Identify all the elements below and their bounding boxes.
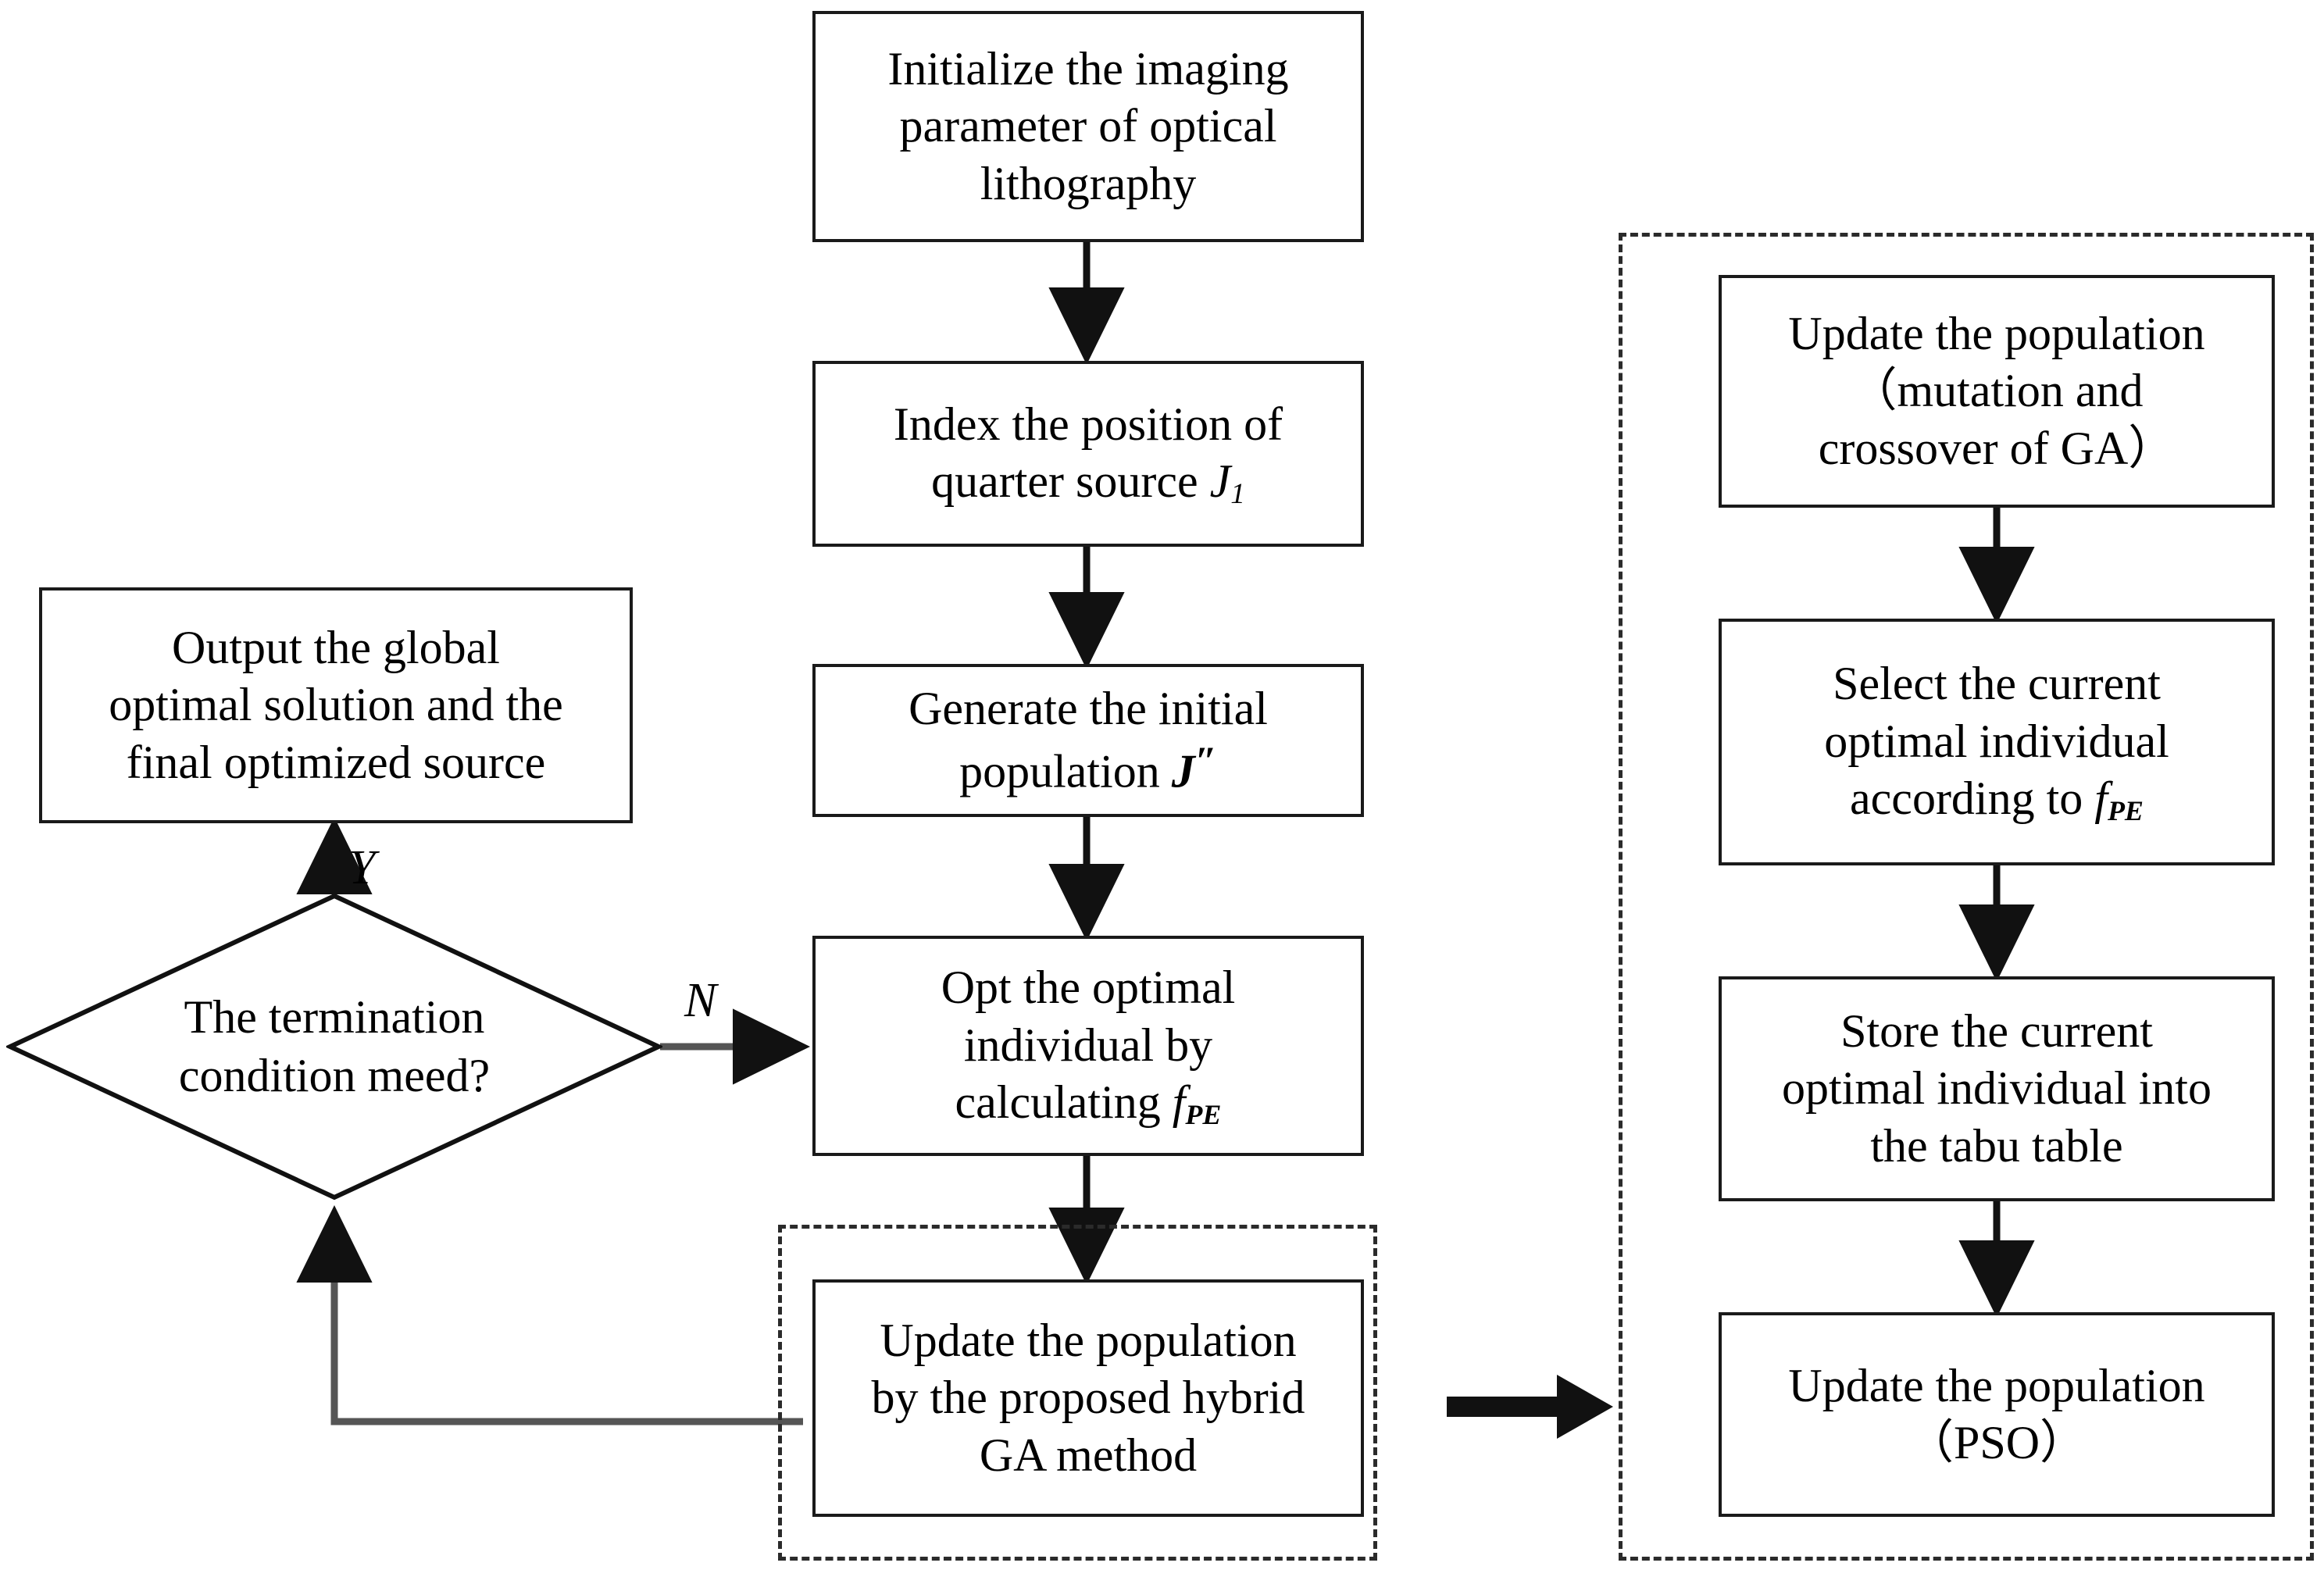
- node-initialize-text: Initialize the imaging parameter of opti…: [887, 43, 1289, 209]
- edge-label-no: N: [684, 974, 717, 1027]
- symbol-J-bold: J: [1171, 745, 1195, 797]
- edge-label-yes: Y: [348, 841, 376, 894]
- double-prime: ″: [1194, 740, 1217, 784]
- node-select-optimal[interactable]: Select the current optimal individual ac…: [1719, 619, 2275, 865]
- subscript-1: 1: [1230, 477, 1245, 510]
- node-update-hybrid-ga[interactable]: Update the population by the proposed hy…: [812, 1279, 1364, 1517]
- subscript-PE: PE: [1185, 1098, 1222, 1130]
- node-update-mutation-crossover-text: Update the population （mutation and cros…: [1788, 308, 2205, 474]
- node-generate-population-text: Generate the initial population J″: [909, 683, 1268, 797]
- node-termination-decision[interactable]: The termination condition meed?: [6, 892, 662, 1201]
- decision-diamond-shape: [6, 893, 662, 1201]
- symbol-f: f: [1172, 1076, 1186, 1128]
- node-select-optimal-text: Select the current optimal individual ac…: [1824, 658, 2169, 826]
- node-index-position[interactable]: Index the position of quarter source J1: [812, 361, 1364, 547]
- node-initialize[interactable]: Initialize the imaging parameter of opti…: [812, 11, 1364, 242]
- node-opt-individual-text: Opt the optimal individual by calculatin…: [941, 962, 1236, 1130]
- left-dashed-group: [778, 1225, 1377, 1561]
- connector-feedback-ga-to-decision: [296, 1205, 803, 1425]
- node-update-pso[interactable]: Update the population （PSO）: [1719, 1312, 2275, 1517]
- subscript-PE-select: PE: [2107, 794, 2144, 826]
- symbol-J: J: [1209, 455, 1231, 507]
- node-update-mutation-crossover[interactable]: Update the population （mutation and cros…: [1719, 275, 2275, 508]
- symbol-f-select: f: [2094, 772, 2108, 824]
- node-termination-decision-text: The termination condition meed?: [178, 991, 491, 1101]
- node-output-global[interactable]: Output the global optimal solution and t…: [39, 587, 633, 823]
- block-arrow-ga-to-detail: [1447, 1375, 1613, 1439]
- node-update-pso-text: Update the population （PSO）: [1788, 1359, 2205, 1468]
- node-opt-individual[interactable]: Opt the optimal individual by calculatin…: [812, 936, 1364, 1156]
- node-index-position-text: Index the position of quarter source J1: [893, 398, 1283, 510]
- node-store-tabu[interactable]: Store the current optimal individual int…: [1719, 976, 2275, 1201]
- node-update-hybrid-ga-text: Update the population by the proposed hy…: [871, 1315, 1305, 1481]
- node-output-global-text: Output the global optimal solution and t…: [109, 622, 563, 788]
- right-dashed-group: [1619, 233, 2314, 1561]
- node-generate-population[interactable]: Generate the initial population J″: [812, 664, 1364, 817]
- node-store-tabu-text: Store the current optimal individual int…: [1782, 1005, 2212, 1172]
